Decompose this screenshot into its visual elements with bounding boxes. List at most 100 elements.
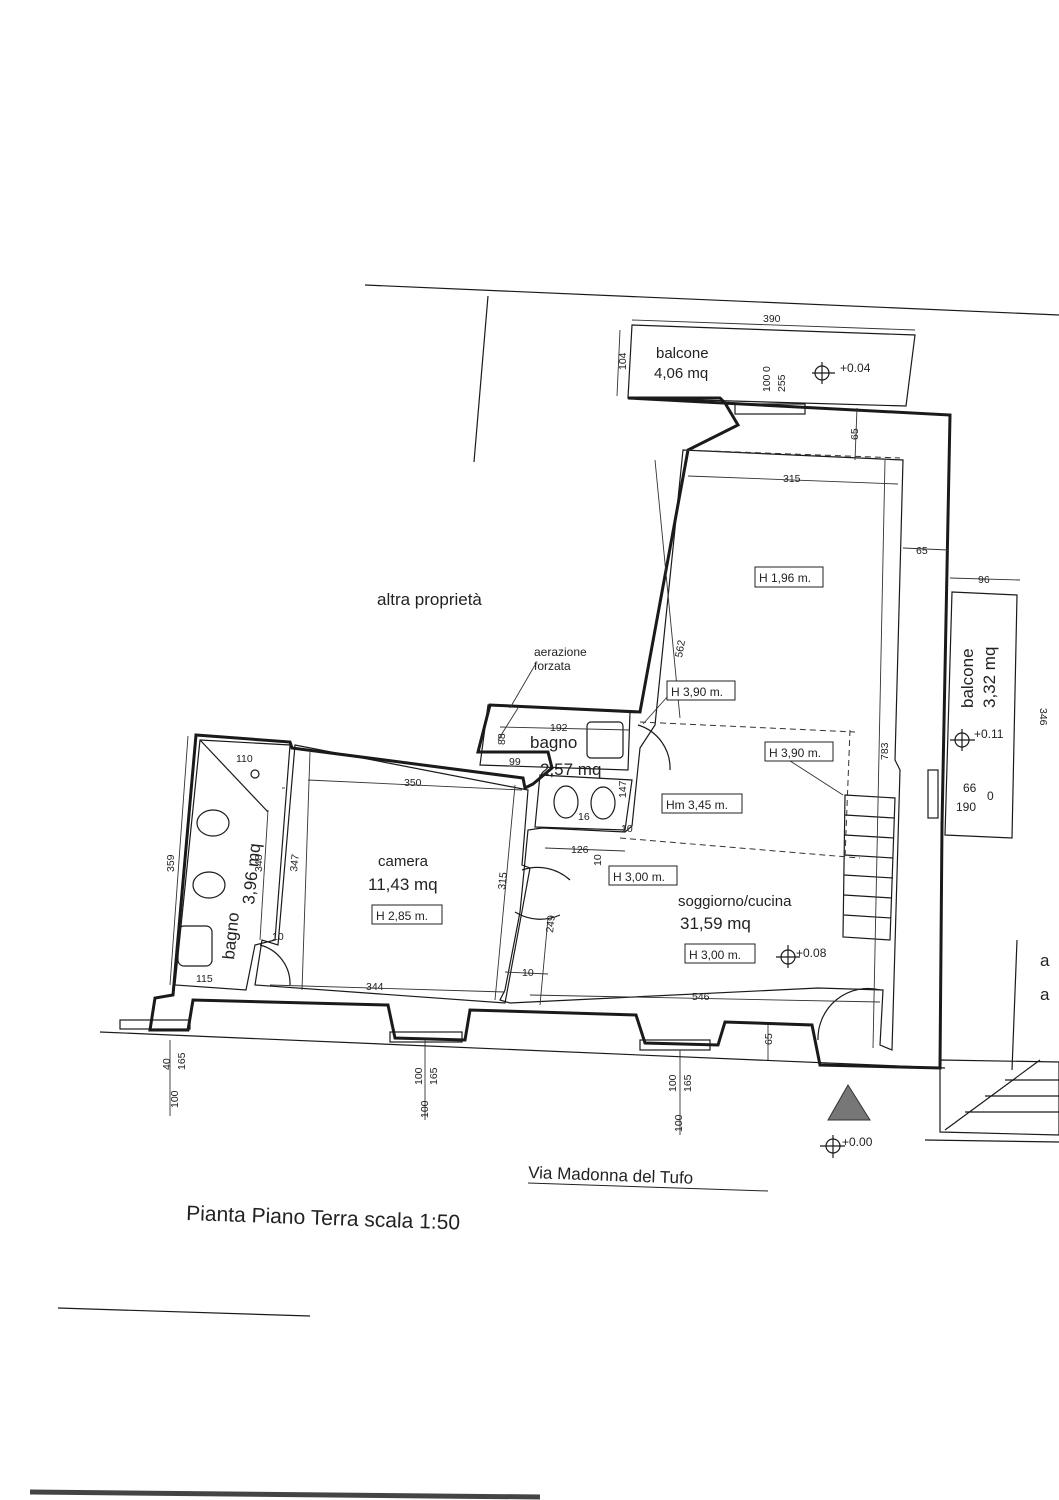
dimension-value: 147 — [617, 780, 629, 798]
dimension-line — [529, 994, 881, 1003]
dimension-line — [902, 547, 949, 551]
beam-dashed-line — [619, 837, 861, 859]
dimension-value: 10 — [592, 854, 604, 866]
property-boundary-line — [364, 284, 1059, 316]
dimension-value: 344 — [366, 981, 384, 993]
dimension-value: 315 — [496, 871, 510, 890]
height-label: H 3,00 m. — [689, 948, 741, 962]
dimension-value: 0 — [761, 366, 773, 372]
window — [389, 1031, 463, 1043]
dimension-value: 65 — [763, 1033, 775, 1045]
height-box — [371, 904, 443, 925]
dimension-line — [301, 751, 311, 991]
level-marker — [776, 945, 800, 968]
dimension-line — [269, 984, 506, 993]
dimension-value: 255 — [776, 374, 788, 392]
area-label-other-property: altra proprietà — [377, 590, 482, 609]
dimension-line — [631, 319, 916, 331]
dimension-line — [494, 784, 516, 1001]
bathroom-fixtures — [177, 721, 624, 967]
dimension-line — [687, 475, 899, 485]
room-area-living: 31,59 mq — [680, 914, 751, 933]
room-name-balcony-right: balcone — [958, 648, 977, 708]
dimension-line — [307, 779, 523, 791]
adjacent-staircase — [924, 939, 1059, 1143]
beam-dashed-line — [684, 449, 901, 459]
window — [639, 1039, 711, 1051]
staircase — [842, 794, 896, 941]
dimension-value: 65 — [916, 545, 928, 557]
dimension-value: 0 — [987, 789, 994, 803]
dimension-value: 350 — [404, 777, 422, 789]
bathroom-small-inner-wall — [534, 774, 633, 831]
height-label: H 1,96 m. — [759, 571, 811, 585]
room-area-bathroom-left: 3,96 mq — [239, 842, 264, 905]
height-box — [661, 793, 743, 814]
leader-line — [509, 664, 536, 709]
dimension-line — [259, 809, 269, 941]
dimension-value: 66 — [963, 781, 977, 795]
balcony-right — [944, 591, 1018, 839]
dimension-value: 390 — [763, 313, 781, 325]
room-name-bedroom: camera — [378, 853, 429, 870]
window-dimension: 165 — [428, 1067, 440, 1085]
street-name-underline — [527, 1182, 769, 1192]
height-box — [666, 680, 736, 701]
level-value: +0.00 — [842, 1135, 873, 1149]
annotation-ventilation: forzata — [534, 659, 571, 673]
dimension-line — [169, 735, 189, 986]
room-area-bedroom: 11,43 mq — [368, 875, 438, 894]
level-marker — [812, 362, 835, 384]
dimension-value: 562 — [673, 639, 688, 658]
dimension-line — [854, 407, 858, 461]
door-swing — [817, 987, 881, 1041]
window-dimension: 165 — [682, 1074, 694, 1092]
dimension-value: 347 — [288, 853, 302, 872]
room-name-bathroom-small: bagno — [530, 733, 577, 752]
window-dimension: 100 — [169, 1090, 181, 1108]
dimension-value: 115 — [196, 973, 213, 985]
drawing-title: Pianta Piano Terra scala 1:50 — [186, 1202, 461, 1235]
dimension-value: 65 — [849, 428, 861, 440]
height-label: Hm 3,45 m. — [666, 798, 728, 812]
window-dimension: 100 — [667, 1074, 679, 1092]
room-name-bathroom-left: bagno — [219, 911, 243, 960]
dimension-line — [949, 577, 1021, 581]
dimension-line — [539, 917, 549, 1006]
room-name-living: soggiorno/cucina — [678, 893, 792, 910]
dimension-value: 96 — [978, 574, 990, 586]
dimension-value: 783 — [879, 742, 891, 760]
height-label: H 3,90 m. — [769, 746, 821, 760]
dimension-value: 190 — [956, 800, 976, 814]
dimension-value: 192 — [550, 722, 568, 734]
window — [734, 403, 806, 415]
window — [927, 769, 939, 819]
dimension-value: 10 — [522, 967, 534, 979]
dimension-value: 546 — [692, 991, 710, 1003]
window-dimension: 100 — [673, 1114, 685, 1132]
street-line — [99, 1031, 946, 1069]
dimension-value: 348 — [253, 854, 265, 872]
window-dimension: 100 — [413, 1067, 425, 1085]
living-room-inner-wall — [499, 449, 904, 1051]
dimension-value: 10 — [621, 823, 633, 835]
dimension-line — [616, 329, 621, 397]
level-value: +0.11 — [974, 727, 1004, 741]
height-box — [684, 943, 756, 964]
height-label: H 2,85 m. — [376, 909, 428, 923]
window-dimension: 100 — [419, 1100, 431, 1118]
beam-dashed-line — [844, 729, 851, 859]
window — [119, 1019, 191, 1030]
dimension-value: 100 — [761, 374, 773, 392]
dimension-value: 315 — [783, 473, 801, 485]
room-area-balcony-top: 4,06 mq — [654, 365, 708, 382]
balcony-top — [627, 324, 916, 407]
beam-dashed-line — [639, 721, 856, 733]
dimension-value: 359 — [165, 854, 177, 872]
level-value: +0.04 — [840, 361, 871, 375]
bathroom-small-room — [479, 704, 631, 771]
adjacent-label: a — [1040, 985, 1050, 1004]
bathroom-left-inner-wall — [174, 739, 291, 991]
